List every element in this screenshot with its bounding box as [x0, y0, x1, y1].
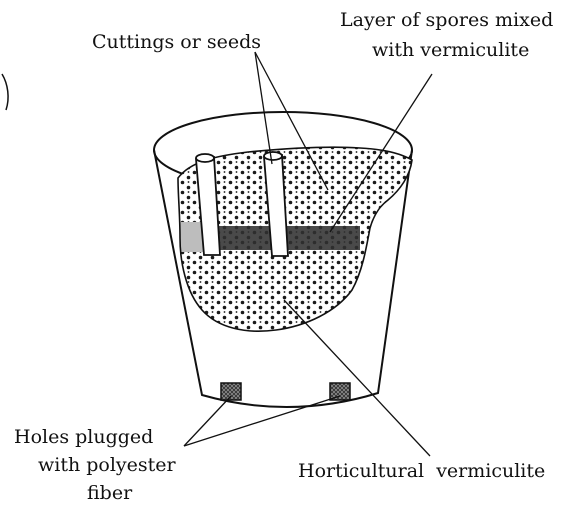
label-spores-line2: with vermiculite	[372, 39, 529, 61]
label-horticultural-vermiculite: Horticultural vermiculite	[298, 460, 545, 482]
leader-vermiculite	[284, 300, 430, 456]
drainage-hole-right	[330, 383, 350, 400]
edge-mark	[2, 74, 8, 110]
label-holes-line1: Holes plugged	[14, 426, 153, 448]
label-spores-line1: Layer of spores mixed	[340, 9, 553, 31]
drainage-hole-left	[221, 383, 241, 400]
label-holes-line3: fiber	[87, 482, 133, 504]
label-cuttings-or-seeds: Cuttings or seeds	[92, 31, 261, 53]
label-holes-line2: with polyester	[38, 454, 177, 476]
